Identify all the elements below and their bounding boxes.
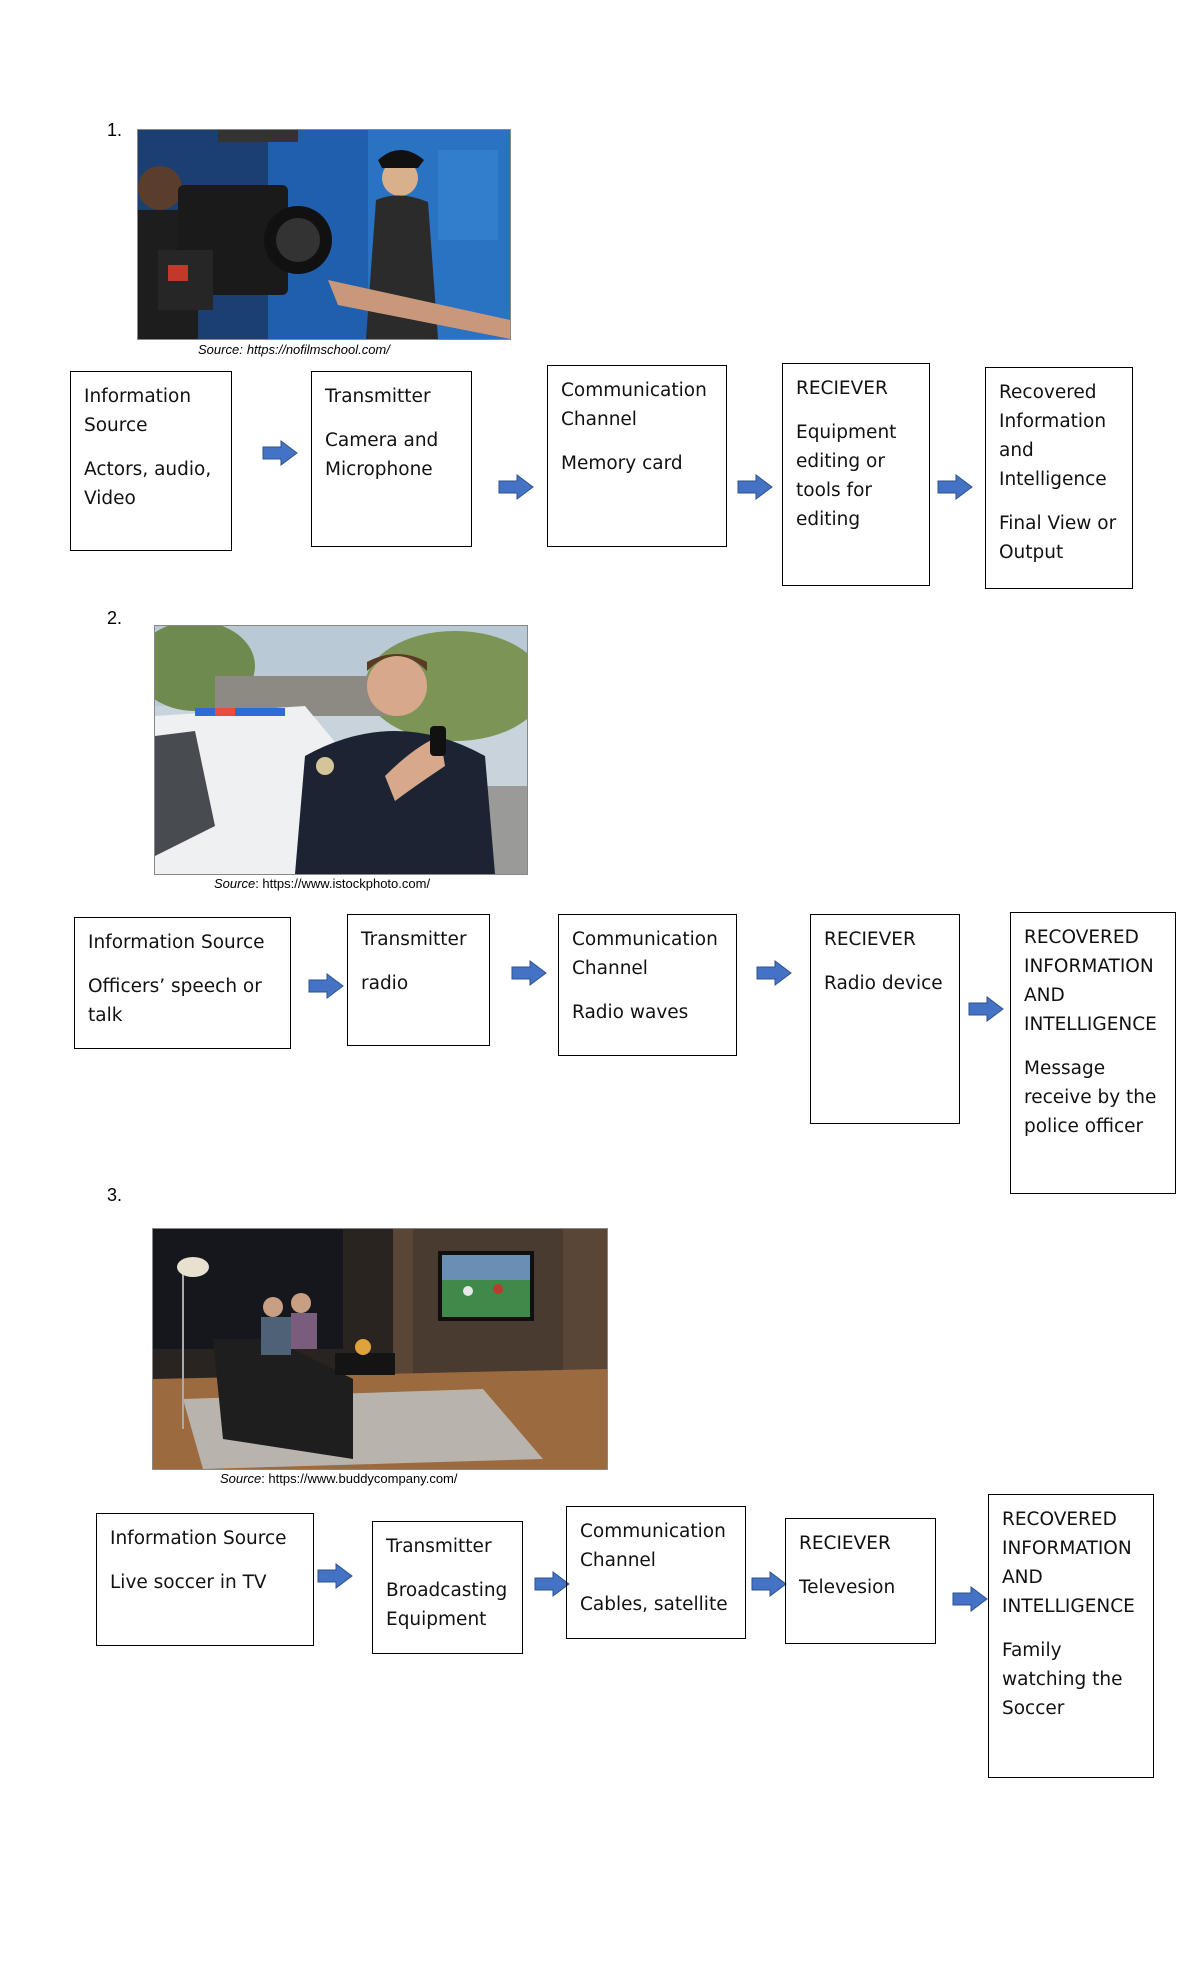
- flow-arrow-icon: [308, 973, 344, 999]
- box-body: radio: [361, 973, 409, 994]
- flow-box-communication-channel: Communication Channel Radio waves: [558, 914, 737, 1056]
- flow-box-transmitter: Transmitter Camera and Microphone: [311, 371, 472, 547]
- flow-arrow-icon: [737, 474, 773, 500]
- box-body: Televesion: [799, 1577, 896, 1598]
- box-title: RECOVERED INFORMATION AND INTELLIGENCE: [1024, 927, 1157, 1035]
- box-title: Transmitter: [361, 929, 467, 950]
- box-title: Communication Channel: [580, 1521, 726, 1571]
- flow-arrow-icon: [262, 440, 298, 466]
- box-title: RECIEVER: [824, 929, 916, 950]
- box-title: Transmitter: [325, 386, 431, 407]
- police-officer-photo: [154, 625, 528, 875]
- flow-box-receiver: RECIEVER Radio device: [810, 914, 960, 1124]
- flow-box-transmitter: Transmitter Broadcasting Equipment: [372, 1521, 523, 1654]
- flow-box-communication-channel: Communication Channel Cables, satellite: [566, 1506, 746, 1639]
- source-label: Source: [220, 1471, 262, 1486]
- flow-box-recovered-information: Recovered Information and Intelligence F…: [985, 367, 1133, 589]
- box-title: Information Source: [110, 1528, 287, 1549]
- box-title: Communication Channel: [572, 929, 718, 979]
- image-source-caption: Source: https://www.buddycompany.com/: [220, 1471, 458, 1486]
- section-number: 1.: [107, 120, 123, 140]
- flow-arrow-icon: [937, 474, 973, 500]
- source-label: Source: [214, 876, 256, 891]
- flow-arrow-icon: [498, 474, 534, 500]
- flow-arrow-icon: [968, 996, 1004, 1022]
- flow-box-transmitter: Transmitter radio: [347, 914, 490, 1046]
- flow-arrow-icon: [317, 1563, 353, 1589]
- family-watching-tv-photo: [152, 1228, 608, 1470]
- box-title: RECIEVER: [799, 1533, 891, 1554]
- box-title: Communication Channel: [561, 380, 707, 430]
- box-body: Family watching the Soccer: [1002, 1640, 1123, 1719]
- flow-arrow-icon: [534, 1571, 570, 1597]
- flow-box-communication-channel: Communication Channel Memory card: [547, 365, 727, 547]
- box-body: Live soccer in TV: [110, 1572, 267, 1593]
- source-url: https://nofilmschool.com/: [246, 342, 390, 357]
- source-url: : https://www.buddycompany.com/: [261, 1471, 458, 1486]
- box-body: Memory card: [561, 453, 683, 474]
- image-source-caption: Source:https://nofilmschool.com/: [198, 342, 390, 357]
- box-body: Equipment editing or tools for editing: [796, 422, 897, 530]
- flow-box-information-source: Information Source Officers’ speech or t…: [74, 917, 291, 1049]
- box-body: Camera and Microphone: [325, 430, 439, 480]
- box-body: Actors, audio, Video: [84, 459, 212, 509]
- image-source-caption: Source: https://www.istockphoto.com/: [214, 876, 430, 891]
- section-number: 2.: [107, 608, 123, 628]
- flow-box-receiver: RECIEVER Televesion: [785, 1518, 936, 1644]
- box-body: Final View or Output: [999, 513, 1117, 563]
- source-url: : https://www.istockphoto.com/: [255, 876, 431, 891]
- box-title: Information Source: [84, 386, 192, 436]
- box-title: Recovered Information and Intelligence: [999, 382, 1107, 490]
- flow-arrow-icon: [952, 1586, 988, 1612]
- flow-box-information-source: Information Source Actors, audio, Video: [70, 371, 232, 551]
- box-title: Transmitter: [386, 1536, 492, 1557]
- flow-arrow-icon: [756, 960, 792, 986]
- box-body: Message receive by the police officer: [1024, 1058, 1157, 1137]
- flow-box-receiver: RECIEVER Equipment editing or tools for …: [782, 363, 930, 586]
- flow-arrow-icon: [751, 1571, 787, 1597]
- flow-box-information-source: Information Source Live soccer in TV: [96, 1513, 314, 1646]
- box-title: Information Source: [88, 932, 265, 953]
- box-body: Officers’ speech or talk: [88, 976, 262, 1026]
- box-body: Radio waves: [572, 1002, 689, 1023]
- source-label: Source:: [198, 342, 243, 357]
- box-title: RECOVERED INFORMATION AND INTELLIGENCE: [1002, 1509, 1135, 1617]
- section-number: 3.: [107, 1185, 123, 1205]
- flow-arrow-icon: [511, 960, 547, 986]
- box-body: Cables, satellite: [580, 1594, 728, 1615]
- box-title: RECIEVER: [796, 378, 888, 399]
- box-body: Broadcasting Equipment: [386, 1580, 508, 1630]
- film-crew-photo: [137, 129, 511, 340]
- flow-box-recovered-information: RECOVERED INFORMATION AND INTELLIGENCE M…: [1010, 912, 1176, 1194]
- flow-box-recovered-information: RECOVERED INFORMATION AND INTELLIGENCE F…: [988, 1494, 1154, 1778]
- box-body: Radio device: [824, 973, 943, 994]
